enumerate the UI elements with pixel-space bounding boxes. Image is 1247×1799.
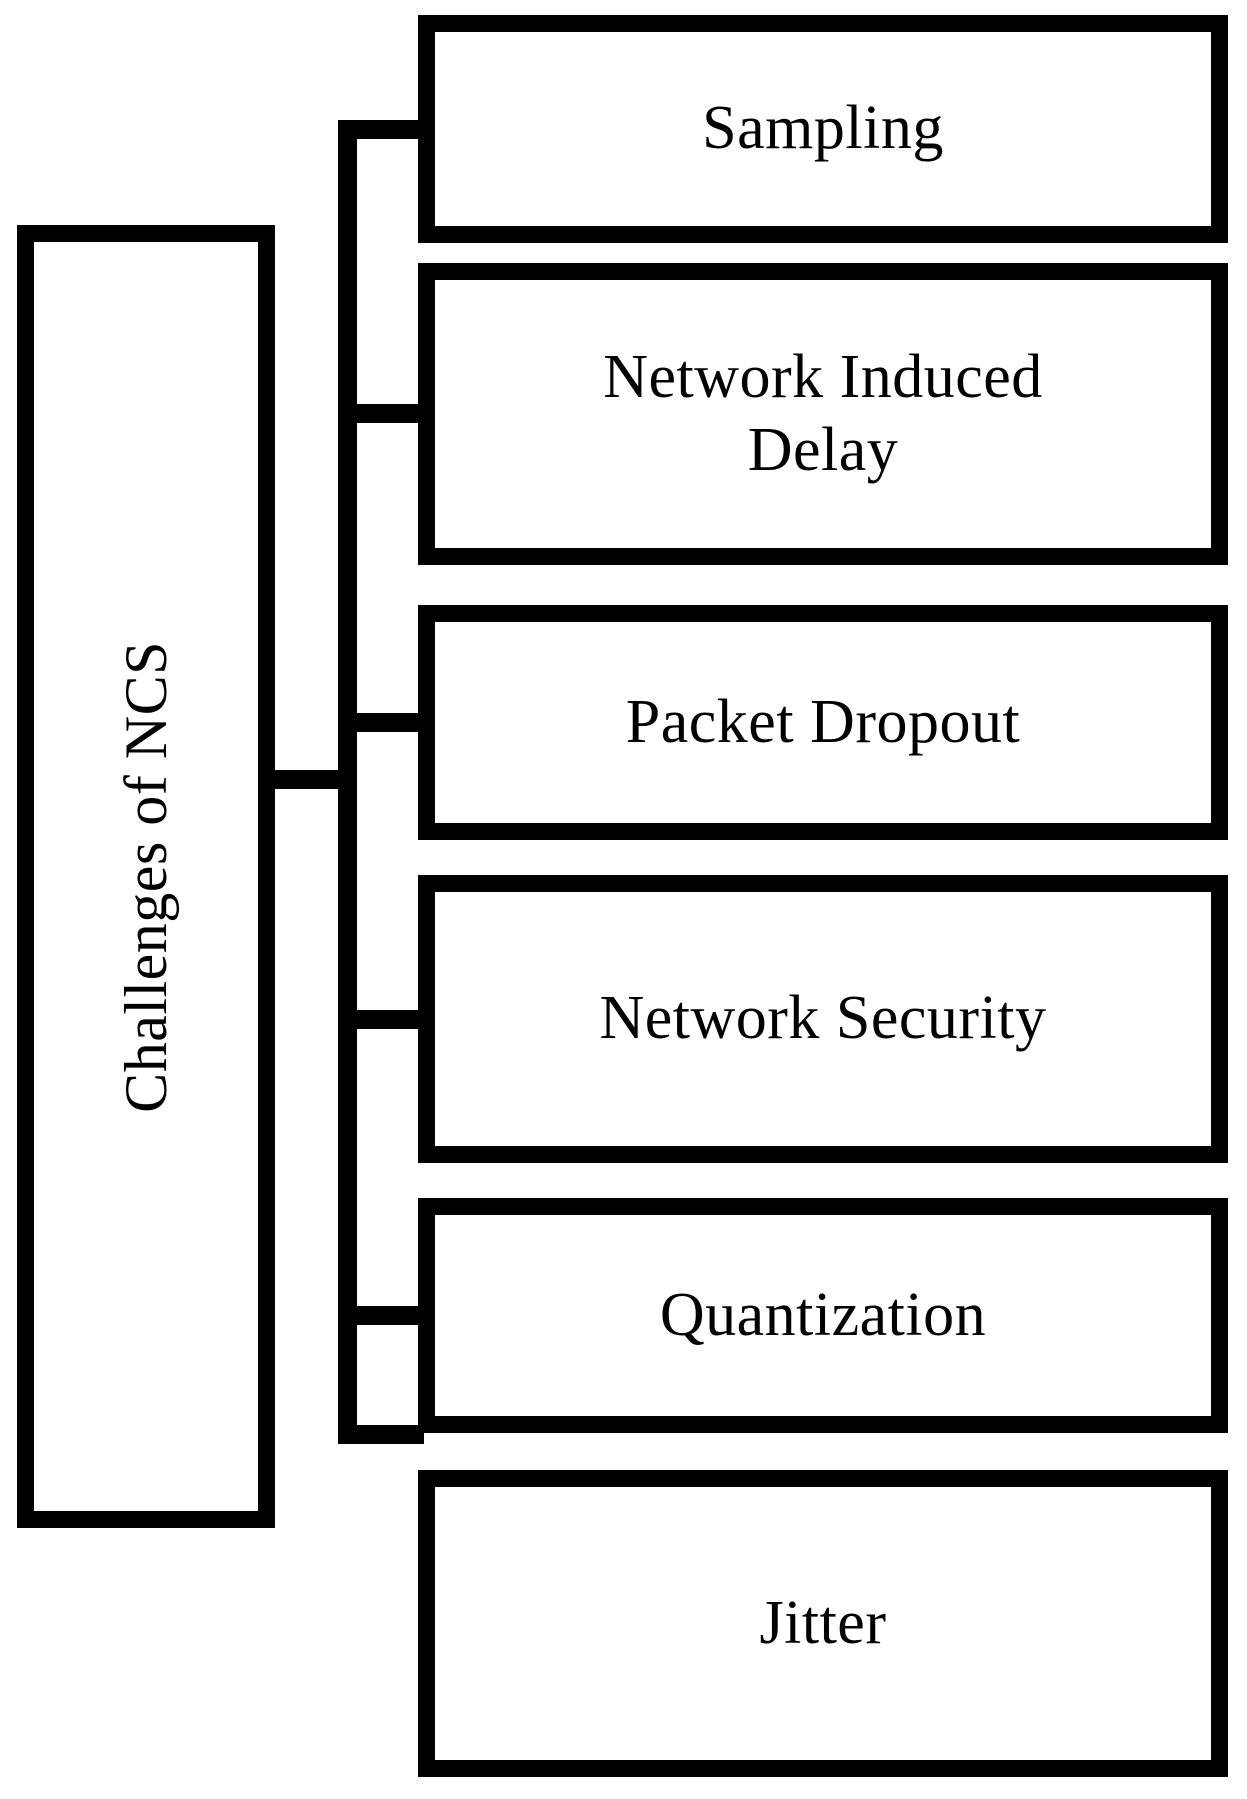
child-node-packet-dropout: Packet Dropout — [418, 605, 1228, 840]
child-node-network-induced-delay: Network Induced Delay — [418, 263, 1228, 565]
root-node-challenges-of-ncs: Challenges of NCS — [17, 225, 275, 1528]
trunk-to-child-stub-network-security — [338, 1010, 424, 1029]
child-node-label: Packet Dropout — [625, 687, 1021, 756]
child-node-label: Network Induced Delay — [603, 342, 1043, 484]
root-to-trunk-link — [258, 770, 350, 789]
child-node-label: Sampling — [702, 94, 944, 163]
trunk-to-child-stub-quantization — [338, 1306, 424, 1325]
root-node-label: Challenges of NCS — [112, 640, 179, 1113]
trunk-to-child-stub-packet-dropout — [338, 713, 424, 732]
child-node-jitter: Jitter — [418, 1470, 1228, 1777]
child-node-label: Quantization — [659, 1280, 987, 1349]
trunk-to-child-stub-jitter — [338, 1425, 424, 1444]
trunk-to-child-stub-network-induced-delay — [338, 404, 424, 423]
child-node-sampling: Sampling — [418, 15, 1228, 243]
vertical-trunk — [338, 130, 357, 1444]
trunk-to-child-stub-sampling — [338, 120, 424, 139]
child-node-network-security: Network Security — [418, 875, 1228, 1163]
child-node-label: Network Security — [599, 984, 1047, 1053]
child-node-quantization: Quantization — [418, 1198, 1228, 1433]
child-node-label: Jitter — [759, 1588, 887, 1657]
